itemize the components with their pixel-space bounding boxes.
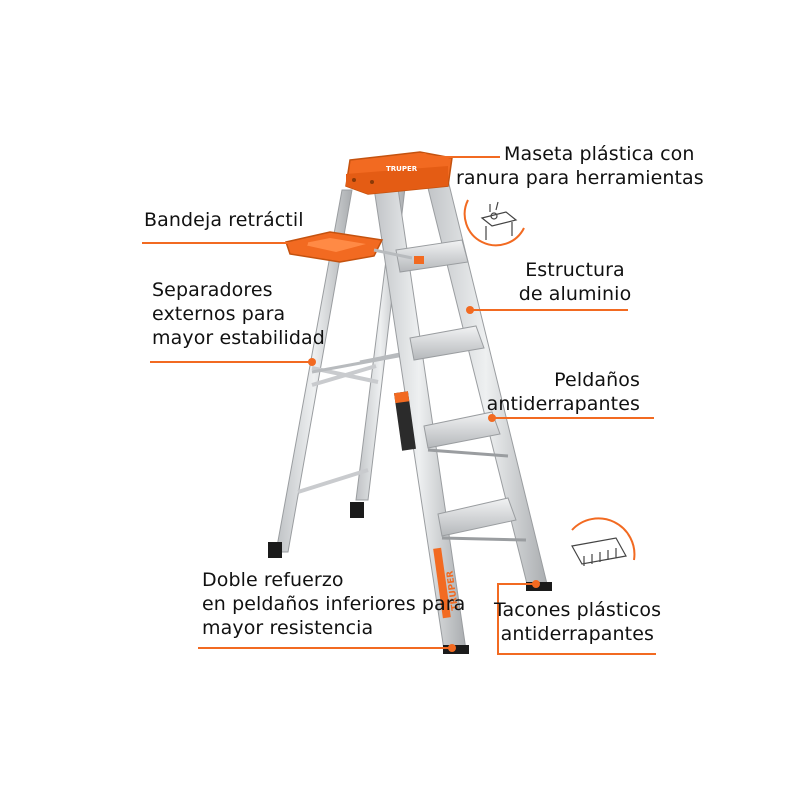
top-cap: TRUPER [345, 151, 453, 195]
step-sticker [414, 256, 424, 264]
step-4 [437, 497, 517, 537]
maseta-detail-icon [463, 199, 525, 247]
retractable-tray [285, 231, 413, 263]
callout-tacones: Tacones plásticos antiderrapantes [494, 598, 662, 646]
callout-separadores: Separadores externos para mayor estabili… [152, 278, 325, 350]
front-left-foot [443, 645, 469, 654]
rear-cross-brace-2 [311, 364, 377, 387]
rear-left-foot [268, 542, 282, 558]
step-reinforcement-1 [441, 536, 527, 542]
maseta-detail-drawing [480, 201, 518, 240]
callout-bandeja: Bandeja retráctil [144, 208, 304, 232]
callout-tacones-line2: antiderrapantes [500, 623, 654, 645]
leader-separadores-dot [308, 358, 316, 366]
rail-brand-strip [433, 547, 451, 619]
callout-maseta-line1: Maseta plástica con [504, 143, 695, 165]
callout-tacones-line1: Tacones plásticos [494, 599, 662, 621]
tacon-detail-arc [571, 517, 636, 561]
leader-peldanos-dot [488, 414, 496, 422]
rail-label-sticker [394, 391, 416, 451]
leader-bandeja-dot [300, 239, 308, 247]
rear-right-foot [350, 502, 364, 518]
top-cap-rivet-1 [352, 178, 356, 182]
step-reinforcement-2 [427, 448, 509, 458]
maseta-detail-hole [490, 212, 498, 220]
callout-peldanos-line2: antiderrapantes [486, 393, 640, 415]
callout-separadores-line3: mayor estabilidad [152, 327, 325, 349]
callout-peldanos-line1: Peldaños [554, 369, 640, 391]
callout-doble: Doble refuerzo en peldaños inferiores pa… [202, 568, 465, 640]
top-cap-brand: TRUPER [386, 165, 418, 173]
callout-doble-line2: en peldaños inferiores para [202, 593, 466, 615]
rail-label-sticker-accent [394, 391, 410, 404]
leader-tacones-dot [532, 580, 540, 588]
leader-doble-dot [448, 644, 456, 652]
callout-maseta: Maseta plástica con ranura para herramie… [456, 142, 704, 190]
callout-doble-line1: Doble refuerzo [202, 569, 344, 591]
step-3 [423, 411, 501, 449]
callout-doble-line3: mayor resistencia [202, 617, 374, 639]
callout-bandeja-line1: Bandeja retráctil [144, 209, 304, 231]
top-cap-front [346, 166, 448, 194]
callout-estructura: Estructura de aluminio [510, 258, 640, 306]
steps [395, 239, 527, 542]
callout-lines [142, 153, 656, 655]
callout-estructura-line1: Estructura [525, 259, 625, 281]
tacon-detail-drawing [571, 537, 627, 566]
step-2 [409, 325, 485, 361]
callout-estructura-line2: de aluminio [518, 283, 632, 305]
tacon-detail-icon [571, 517, 636, 566]
callout-separadores-line2: externos para [152, 303, 286, 325]
tray-inner [300, 238, 366, 252]
maseta-detail-arc [463, 199, 525, 247]
top-cap-rivet-2 [370, 180, 374, 184]
callout-peldanos: Peldaños antiderrapantes [486, 368, 640, 416]
tray-arm [373, 248, 413, 260]
leader-tacones [497, 583, 656, 655]
rear-bottom-brace [297, 468, 369, 494]
callout-maseta-line2: ranura para herramientas [456, 167, 704, 189]
leader-estructura-dot [466, 306, 474, 314]
callout-separadores-line1: Separadores [152, 279, 273, 301]
leader-maseta-dot [420, 153, 428, 161]
